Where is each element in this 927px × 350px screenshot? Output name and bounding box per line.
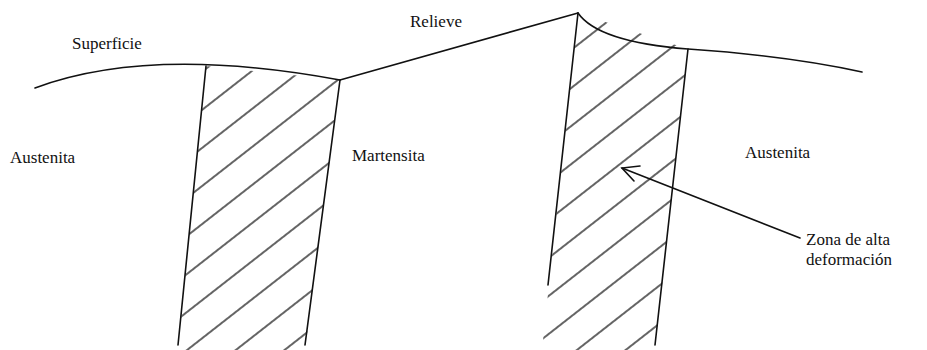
leader-line [622,168,800,238]
phase-label: Martensita [352,146,425,166]
relief-line [340,13,578,80]
callout-label: Zona de alta deformación [806,230,914,269]
interface-line [178,66,206,345]
relief-label: Relieve [410,12,462,32]
arrow-head [622,166,640,181]
surface-label: Superficie [72,34,142,54]
surface-line [578,13,862,72]
interface-line [548,13,578,285]
hatch-right [542,13,688,350]
hatch-left [178,66,340,350]
phase-label: Austenita [745,143,810,163]
interface-line [655,49,688,345]
phase-label: Austenita [10,148,75,168]
surface-line [35,64,340,88]
interface-line [305,80,340,345]
